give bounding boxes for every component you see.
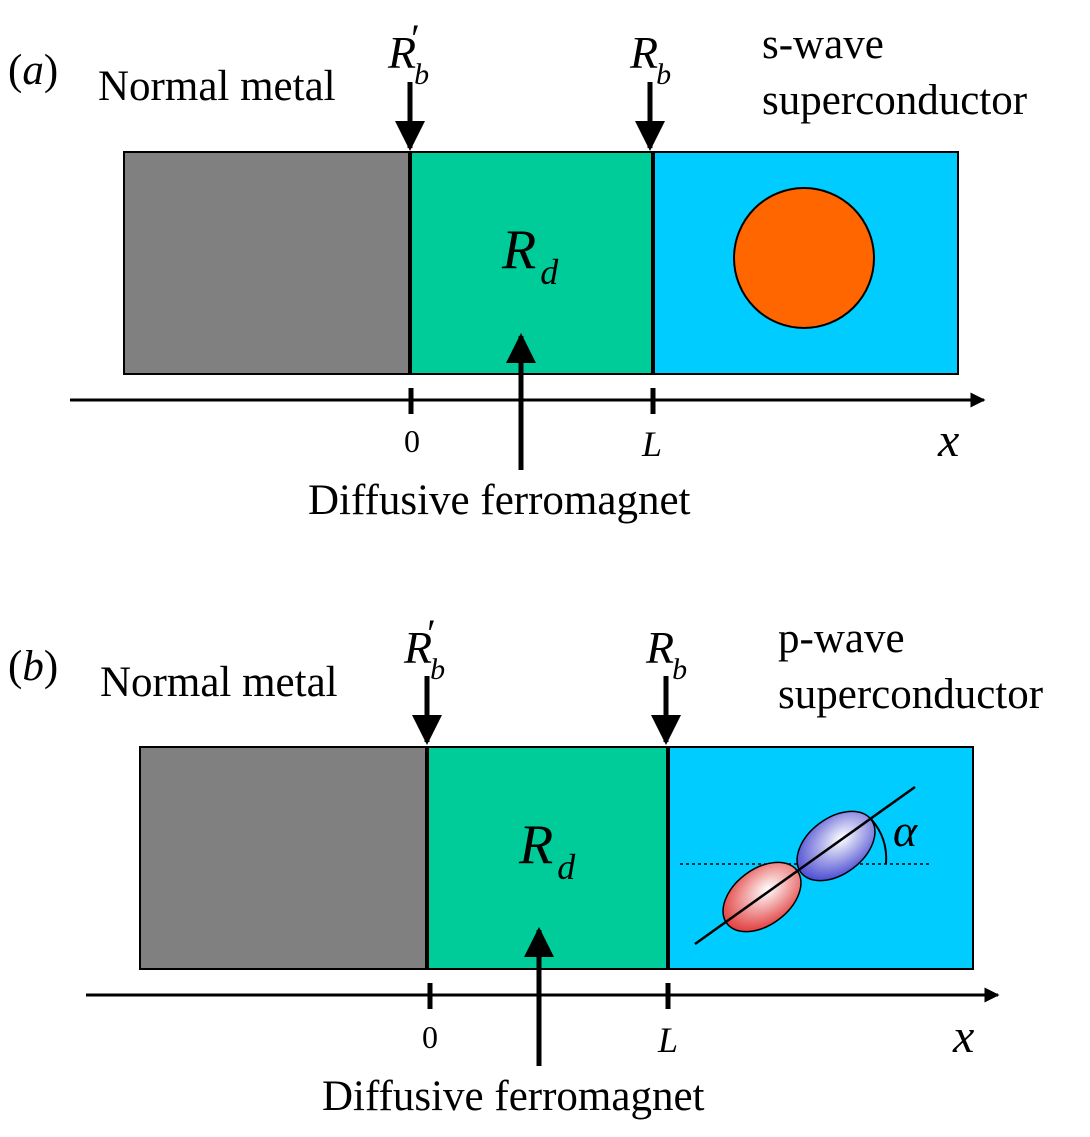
panel-a-superconductor-label: superconductor	[762, 77, 1027, 124]
panel-b-tick-l-label: L	[657, 1020, 678, 1060]
panel-a: (a) Normal metal s-wave superconductor R…	[8, 16, 1027, 524]
panel-b-normal-metal-label: Normal metal	[100, 659, 338, 706]
panel-b-angle-arc	[870, 818, 888, 865]
panel-b: (b) Normal metal p-wave superconductor R…	[8, 611, 1043, 1120]
panel-b-angle-label: α	[893, 805, 918, 856]
panel-a-interface-right-label: Rb	[629, 27, 671, 91]
panel-b-ferromagnet-caption: Diffusive ferromagnet	[322, 1073, 705, 1120]
panel-b-axis-label: x	[952, 1010, 974, 1063]
panel-b-p-wave-pair-icon: α	[680, 785, 932, 946]
panel-a-label: (a)	[8, 47, 58, 94]
panel-b-interface-left-label: Rb′	[403, 611, 445, 686]
panel-a-normal-metal-label: Normal metal	[98, 63, 336, 110]
panel-a-tick-zero-label: 0	[404, 423, 420, 459]
panel-b-tick-zero-label: 0	[422, 1019, 438, 1055]
panel-b-superconductor-type-label: p-wave	[778, 615, 905, 662]
panel-a-axis-label: x	[937, 414, 959, 467]
panel-b-orientation-axis	[694, 785, 916, 946]
panel-b-normal-metal-region	[139, 746, 428, 970]
panel-b-superconductor-label: superconductor	[778, 671, 1043, 718]
panel-b-interface-right-label: Rb	[645, 622, 687, 686]
panel-a-superconductor-type-label: s-wave	[762, 21, 884, 68]
panel-a-tick-l-label: L	[641, 424, 662, 464]
panel-b-label: (b)	[8, 643, 58, 690]
panel-a-ferromagnet-caption: Diffusive ferromagnet	[308, 477, 691, 524]
panel-a-normal-metal-region	[123, 151, 411, 375]
panel-a-interface-left-label: Rb′	[387, 16, 429, 91]
panel-a-s-wave-pair-icon	[733, 187, 875, 329]
